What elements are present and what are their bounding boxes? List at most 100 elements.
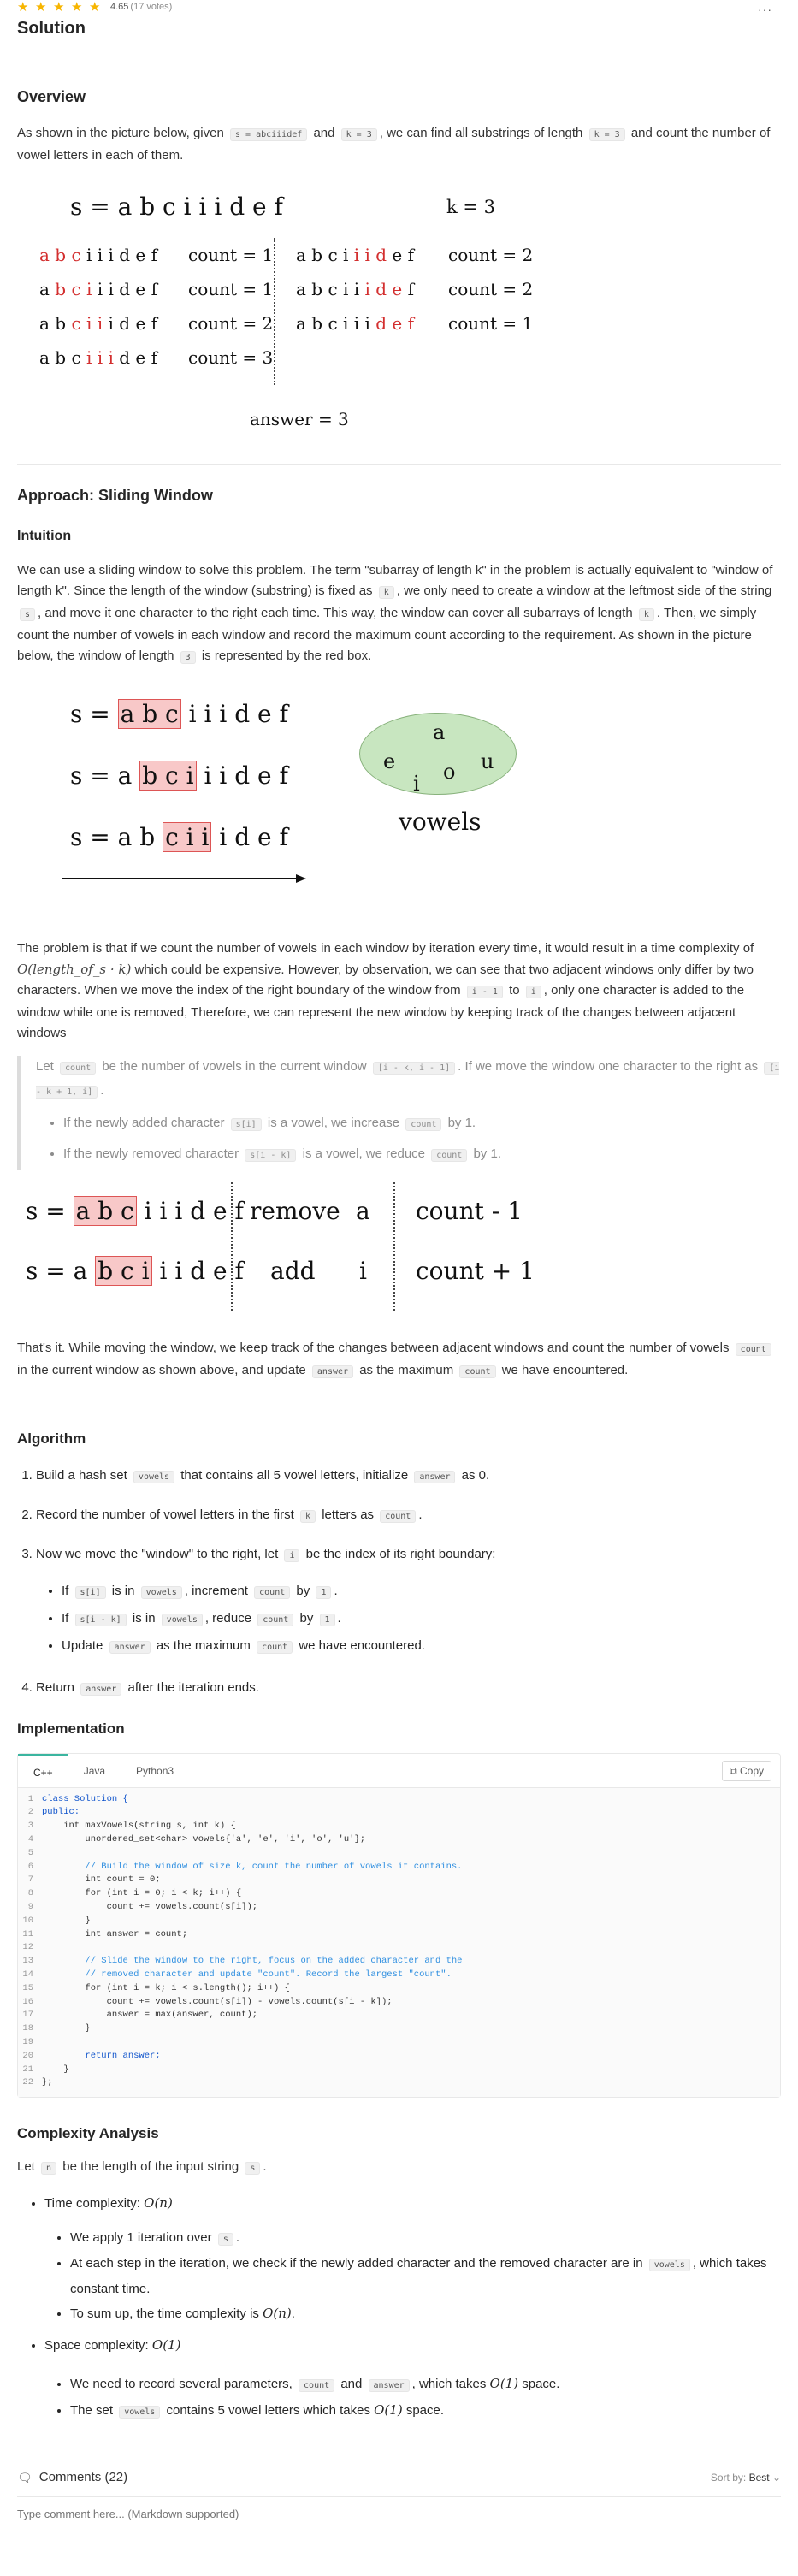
list-item: If s[i - k] is in vowels, reduce count b… — [62, 1606, 781, 1633]
subheading-implementation: Implementation — [17, 1720, 125, 1738]
subheading-intuition: Intuition — [17, 528, 72, 543]
rating-votes: (17 votes) — [130, 2, 173, 13]
code-line: 11 int answer = count; — [18, 1928, 780, 1942]
line-number: 7 — [27, 1874, 33, 1886]
star-icon[interactable]: ★ — [71, 0, 83, 15]
list-item: At each step in the iteration, we check … — [70, 2252, 781, 2301]
code-line: 15 for (int i = k; i < s.length(); i++) … — [18, 1982, 780, 1996]
code-text: int maxVowels(string s, int k) { — [42, 1821, 236, 1832]
line-number: 15 — [22, 1982, 33, 1993]
line-number: 22 — [22, 2077, 33, 2088]
tab-cpp[interactable]: C++ — [18, 1753, 68, 1788]
code-line: 13 // Slide the window to the right, foc… — [18, 1955, 780, 1969]
vowel-letter: i — [413, 772, 420, 796]
figure-s-label: s = a b c i i i d e f — [70, 192, 283, 221]
code-text: int count = 0; — [42, 1874, 161, 1886]
list-item: Record the number of vowel letters in th… — [36, 1505, 781, 1527]
line-number: 3 — [27, 1821, 33, 1832]
code-tabs: C++ Java Python3 — [18, 1753, 780, 1788]
substring-figure: s = a b c i i i d e f k = 3 a b c i i i … — [0, 181, 798, 464]
code-line: 6 // Build the window of size k, count t… — [18, 1861, 780, 1874]
list-item: We need to record several parameters, co… — [70, 2372, 781, 2398]
window-row: s = a b c i i i d e f — [26, 1256, 244, 1287]
list-item: We apply 1 iteration over s. — [70, 2226, 781, 2252]
problem-paragraph: The problem is that if we count the numb… — [17, 941, 754, 1041]
section-heading-overview: Overview — [17, 88, 86, 105]
code-text: for (int i = k; i < s.length(); i++) { — [42, 1982, 290, 1993]
window-row: s = a b c i i i d e f — [70, 822, 288, 853]
sort-control[interactable]: Sort by: Best ⌄ — [710, 2471, 781, 2484]
section-heading-approach: Approach: Sliding Window — [17, 486, 213, 504]
star-icon[interactable]: ★ — [53, 0, 65, 15]
divider — [17, 2496, 781, 2498]
algorithm-steps: Build a hash set vowels that contains al… — [36, 1466, 781, 1700]
line-number: 11 — [22, 1928, 33, 1939]
window-row: s = a b c i i i d e f — [70, 761, 288, 791]
rating-value: 4.65 — [110, 2, 129, 13]
code-line: 12 — [18, 1941, 780, 1955]
list-item: Build a hash set vowels that contains al… — [36, 1466, 781, 1488]
figure-k-label: k = 3 — [446, 196, 496, 217]
intuition-paragraph: We can use a sliding window to solve thi… — [17, 563, 773, 665]
code-text: for (int i = 0; i < k; i++) { — [42, 1888, 242, 1899]
vowel-letter: u — [481, 749, 494, 774]
page-title: Solution — [17, 19, 86, 38]
star-icon[interactable]: ★ — [17, 0, 29, 15]
code-line: 20 return answer; — [18, 2050, 780, 2064]
rating-bar: ★ ★ ★ ★ ★ 4.65 (17 votes) — [0, 0, 798, 15]
comment-input[interactable] — [17, 2504, 781, 2524]
update-figure: s = a b c i i i d e f s = a b c i i i d … — [0, 1182, 798, 1321]
copy-icon: ⧉ — [730, 1764, 737, 1777]
tab-python3[interactable]: Python3 — [136, 1764, 174, 1777]
figure-divider — [231, 1182, 233, 1312]
list-item: If s[i] is in vowels, increment count by… — [62, 1578, 781, 1606]
window-row: s = a b c i i i d e f — [70, 699, 288, 730]
line-number: 20 — [22, 2050, 33, 2061]
code-line: 9 count += vowels.count(s[i]); — [18, 1901, 780, 1915]
count-result: count + 1 — [416, 1257, 535, 1286]
vowel-letter: o — [443, 760, 456, 785]
tab-java[interactable]: Java — [83, 1764, 106, 1777]
code-text: public: — [42, 1807, 80, 1818]
operation-char: a — [356, 1197, 370, 1226]
more-options-icon[interactable]: ··· — [758, 3, 772, 16]
line-number: 2 — [27, 1807, 33, 1818]
figure-divider — [393, 1182, 395, 1312]
divider — [17, 463, 781, 465]
code-line: 4 unordered_set<char> vowels{'a', 'e', '… — [18, 1833, 780, 1847]
line-number: 1 — [27, 1793, 33, 1804]
code-line: 22}; — [18, 2076, 780, 2090]
star-icon[interactable]: ★ — [89, 0, 101, 15]
code-text: count += vowels.count(s[i]); — [42, 1901, 258, 1912]
copy-button[interactable]: ⧉ Copy — [722, 1760, 771, 1781]
code-text: int answer = count; — [42, 1928, 188, 1939]
code-text: // Build the window of size k, count the… — [42, 1861, 463, 1872]
line-number: 5 — [27, 1847, 33, 1858]
code-text: count += vowels.count(s[i]) - vowels.cou… — [42, 1996, 393, 2007]
list-item: Now we move the "window" to the right, l… — [36, 1544, 781, 1661]
list-item: If the newly removed character s[i - k] … — [63, 1140, 781, 1170]
code-line: 18 } — [18, 2022, 780, 2036]
code-text: // Slide the window to the right, focus … — [42, 1956, 463, 1967]
chevron-down-icon: ⌄ — [771, 2471, 781, 2484]
operation-label: remove — [250, 1197, 340, 1226]
code-line: 2 public: — [18, 1806, 780, 1820]
vowel-letter: a — [433, 720, 446, 745]
code-text: }; — [42, 2077, 53, 2088]
subheading-complexity: Complexity Analysis — [17, 2125, 159, 2142]
list-item: If the newly added character s[i] is a v… — [63, 1109, 781, 1140]
line-number: 13 — [22, 1956, 33, 1967]
figure-divider — [274, 237, 275, 385]
overview-paragraph: As shown in the picture below, given s =… — [17, 125, 771, 163]
line-number: 10 — [22, 1915, 33, 1926]
list-item: Time complexity: O(n) We apply 1 iterati… — [44, 2191, 781, 2326]
star-icon[interactable]: ★ — [35, 0, 47, 15]
window-row: s = a b c i i i d e f — [26, 1196, 244, 1227]
code-line: 3 int maxVowels(string s, int k) { — [18, 1820, 780, 1833]
line-number: 21 — [22, 2064, 33, 2075]
